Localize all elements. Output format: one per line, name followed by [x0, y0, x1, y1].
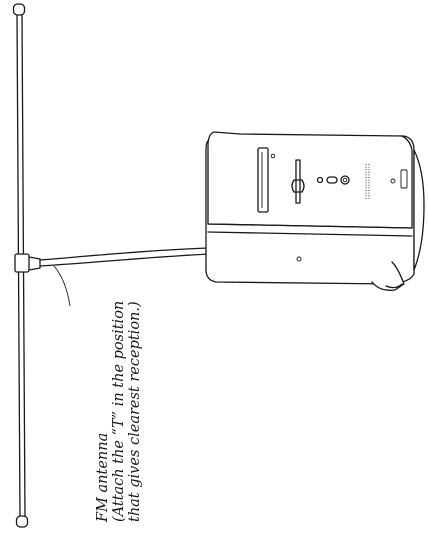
callout-instruction-line-1: (Attach the “T” in the position: [111, 300, 127, 522]
antenna-cable: [39, 247, 211, 267]
callout-instruction-line-2: that gives clearest reception.): [127, 301, 143, 522]
callout-leader-line: [53, 265, 71, 307]
antenna-callout-text: FM antenna (Attach the “T” in the positi…: [95, 301, 143, 522]
antenna-t-connector: [14, 253, 41, 273]
speaker-grille: [365, 164, 370, 200]
computer-tower: [205, 131, 425, 291]
callout-title: FM antenna: [95, 432, 111, 522]
